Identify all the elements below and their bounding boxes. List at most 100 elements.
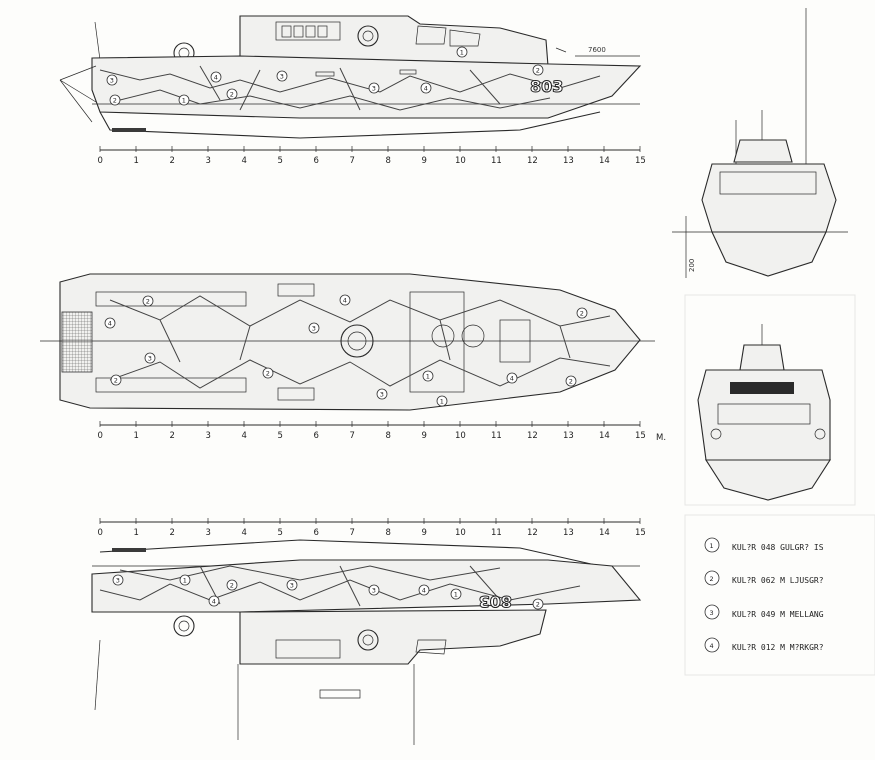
svg-text:3: 3	[372, 85, 376, 93]
svg-text:3: 3	[116, 577, 120, 585]
front-view: 200	[672, 8, 848, 278]
legend-item-3: 3 KUL?R 049 M MELLANG	[704, 604, 824, 620]
scale-label-top-6: 6	[314, 156, 319, 166]
scale-label-plan-0: 0	[98, 431, 103, 441]
scale-label-plan-6: 6	[314, 431, 319, 441]
svg-text:2: 2	[114, 377, 118, 385]
scale-label-bottom-5: 5	[278, 528, 283, 538]
scale-label-bottom-9: 9	[422, 528, 427, 538]
scale-label-plan-4: 4	[242, 431, 247, 441]
height-dimension: 200	[688, 259, 696, 272]
svg-text:1: 1	[454, 591, 458, 599]
scale-label-plan-10: 10	[455, 431, 466, 441]
rear-view-panel	[684, 294, 856, 506]
legend-item-2: 2 KUL?R 062 M LJUSGR?	[704, 570, 824, 586]
svg-text:2: 2	[536, 601, 540, 609]
scale-label-top-11: 11	[491, 156, 502, 166]
scale-label-plan-13: 13	[563, 431, 574, 441]
svg-text:2: 2	[113, 97, 117, 105]
svg-text:2: 2	[266, 370, 270, 378]
legend-panel	[684, 514, 875, 676]
scale-label-bottom-0: 0	[98, 528, 103, 538]
scale-label-bottom-10: 10	[455, 528, 466, 538]
svg-text:1: 1	[460, 49, 464, 57]
legend-num-4: 4	[710, 642, 714, 650]
scale-label-top-2: 2	[170, 156, 175, 166]
legend-text-1: KUL?R 048 GULGR? IS	[732, 543, 824, 552]
scale-label-plan-12: 12	[527, 431, 538, 441]
scale-label-bottom-8: 8	[386, 528, 391, 538]
scale-label-bottom-14: 14	[599, 528, 610, 538]
scale-label-top-9: 9	[422, 156, 427, 166]
scale-label-bottom-1: 1	[134, 528, 139, 538]
svg-text:1: 1	[182, 97, 186, 105]
legend-num-1: 1	[710, 542, 714, 550]
scale-label-top-3: 3	[206, 156, 211, 166]
scale-label-bottom-6: 6	[314, 528, 319, 538]
svg-text:3: 3	[148, 355, 152, 363]
scale-label-top-12: 12	[527, 156, 538, 166]
scale-label-plan-3: 3	[206, 431, 211, 441]
svg-text:2: 2	[230, 582, 234, 590]
svg-text:4: 4	[424, 85, 428, 93]
svg-text:2: 2	[536, 67, 540, 75]
scale-label-top-13: 13	[563, 156, 574, 166]
scale-label-bottom-15: 15	[635, 528, 646, 538]
svg-text:4: 4	[510, 375, 514, 383]
scale-label-bottom-11: 11	[491, 528, 502, 538]
scale-label-bottom-3: 3	[206, 528, 211, 538]
svg-text:1: 1	[440, 398, 444, 406]
scale-label-plan-7: 7	[350, 431, 355, 441]
svg-text:4: 4	[108, 320, 112, 328]
rear-view	[697, 324, 832, 501]
scale-label-top-5: 5	[278, 156, 283, 166]
scale-label-bottom-7: 7	[350, 528, 355, 538]
svg-text:3: 3	[290, 582, 294, 590]
svg-text:4: 4	[212, 598, 216, 606]
scale-label-plan-15: 15	[635, 431, 646, 441]
legend-num-2: 2	[710, 575, 714, 583]
scale-label-bottom-4: 4	[242, 528, 247, 538]
plan-view: 2 4 3 2 3 4 2 3 1 1 4 2 2	[40, 273, 655, 411]
scale-label-plan-9: 9	[422, 431, 427, 441]
legend-text-4: KUL?R 012 M M?RKGR?	[732, 643, 824, 652]
top-length-dimension: 7600	[588, 46, 606, 54]
svg-text:3: 3	[372, 587, 376, 595]
svg-text:3: 3	[280, 73, 284, 81]
svg-text:4: 4	[343, 297, 347, 305]
svg-text:1: 1	[426, 373, 430, 381]
scale-label-top-14: 14	[599, 156, 610, 166]
legend-num-3: 3	[710, 609, 714, 617]
svg-text:3: 3	[110, 77, 114, 85]
scale-label-top-8: 8	[386, 156, 391, 166]
scale-label-top-0: 0	[98, 156, 103, 166]
side-view-top: 803 7600 4 2 1 2 3 3 4 1 2 3	[59, 15, 642, 139]
scale-label-plan-2: 2	[170, 431, 175, 441]
scale-label-top-10: 10	[455, 156, 466, 166]
scale-label-bottom-13: 13	[563, 528, 574, 538]
scale-label-plan-1: 1	[134, 431, 139, 441]
legend-text-2: KUL?R 062 M LJUSGR?	[732, 576, 824, 585]
svg-text:2: 2	[569, 378, 573, 386]
scale-label-top-15: 15	[635, 156, 646, 166]
scale-label-plan-5: 5	[278, 431, 283, 441]
scale-label-top-7: 7	[350, 156, 355, 166]
svg-text:2: 2	[146, 298, 150, 306]
scale-label-plan-14: 14	[599, 431, 610, 441]
scale-unit: M.	[656, 433, 666, 443]
svg-text:2: 2	[580, 310, 584, 318]
hull-number-bottom-mirrored: 803	[479, 592, 512, 611]
svg-text:3: 3	[380, 391, 384, 399]
svg-text:3: 3	[312, 325, 316, 333]
legend-item-1: 1 KUL?R 048 GULGR? IS	[704, 537, 824, 553]
legend-text-3: KUL?R 049 M MELLANG	[732, 610, 824, 619]
svg-text:4: 4	[214, 74, 218, 82]
side-view-bottom: 803 3 4 1 2 3 3 4 1 2	[91, 539, 642, 745]
scale-label-plan-8: 8	[386, 431, 391, 441]
scale-label-bottom-12: 12	[527, 528, 538, 538]
scale-label-plan-11: 11	[491, 431, 502, 441]
scale-label-top-1: 1	[134, 156, 139, 166]
